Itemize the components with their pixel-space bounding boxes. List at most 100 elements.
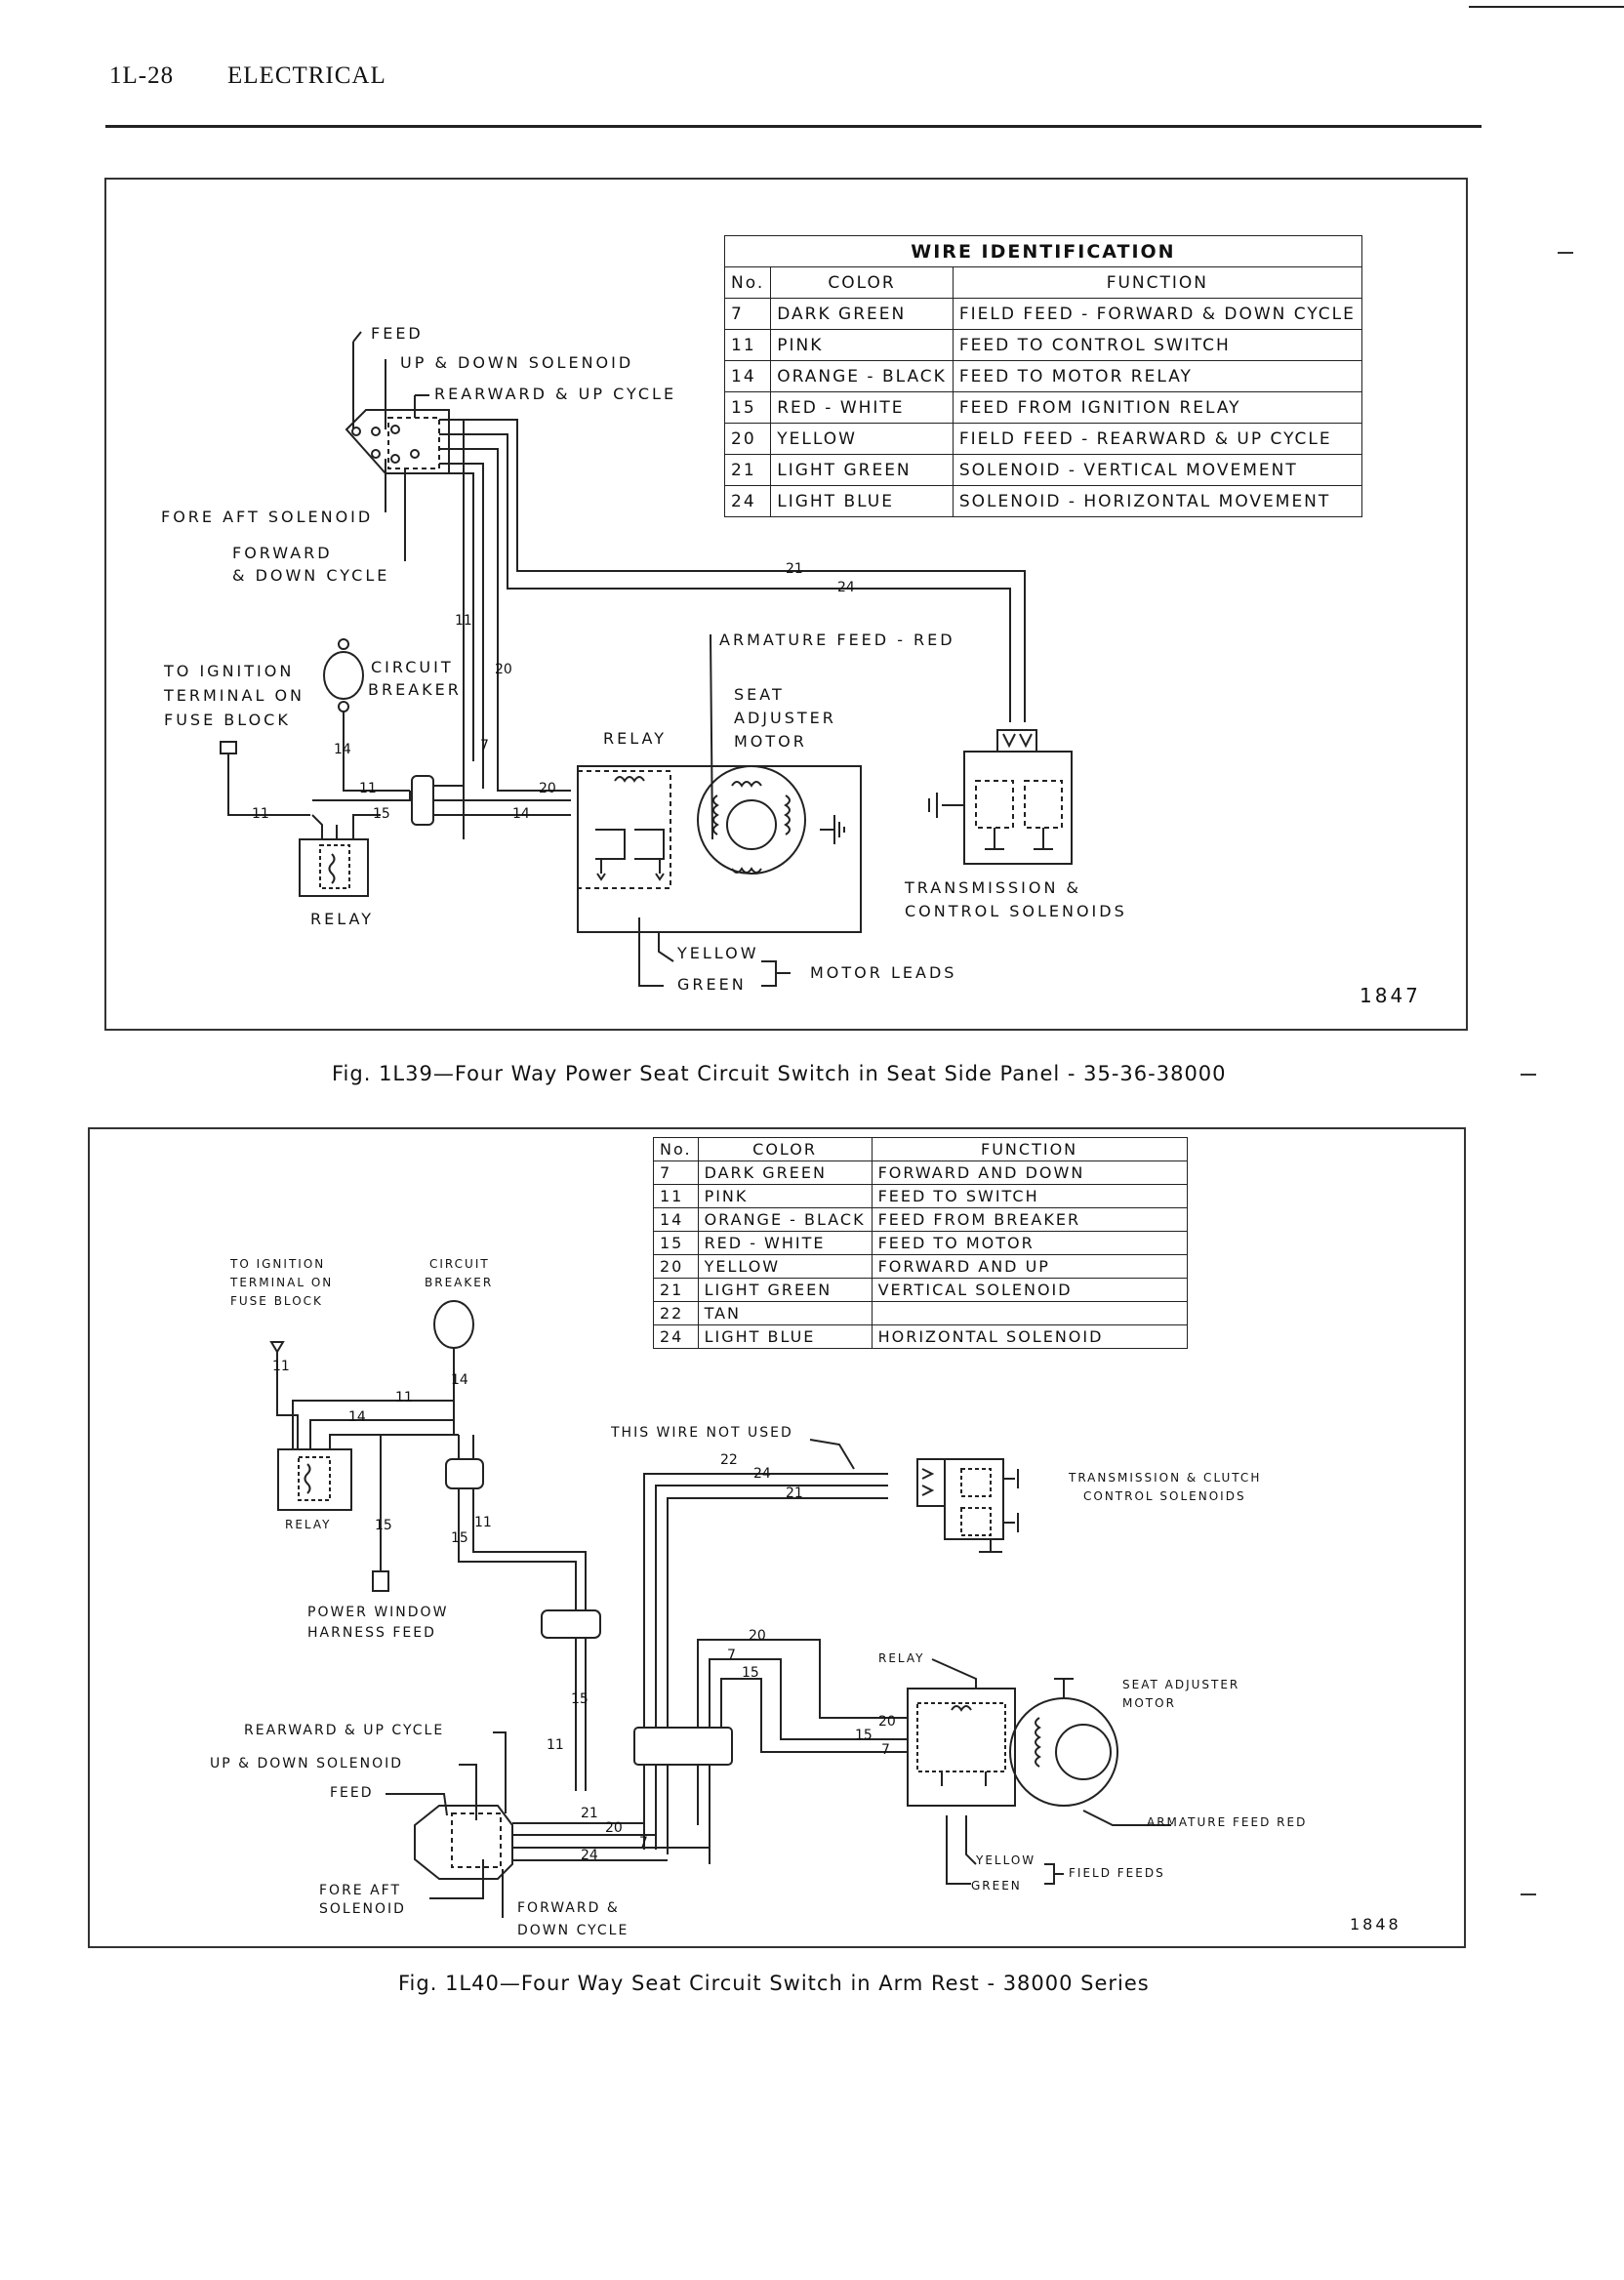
wire-number: 14 [723,360,772,392]
wire-number: 7 [723,298,772,330]
wire-function: FORWARD AND UP [871,1254,1188,1279]
wire-number-label: 24 [753,1466,771,1482]
page-number: 1L-28 [109,62,175,89]
wire-number: 15 [653,1231,699,1255]
seat-adjuster-label: SEAT ADJUSTER [1122,1678,1240,1691]
breaker-label: BREAKER [425,1276,494,1289]
feed-label: FEED [371,324,424,343]
wire-number: 11 [653,1184,699,1208]
margin-tick [1521,1074,1536,1076]
wire-number-label: 21 [786,561,803,577]
relay-label: RELAY [603,729,667,748]
motor-label: MOTOR [1122,1696,1176,1710]
wire-number-label: 11 [547,1737,564,1753]
down-cycle-label: DOWN CYCLE [517,1923,629,1938]
wire-number-label: 21 [581,1806,598,1821]
wire-number: 24 [723,485,772,517]
fuse-block-label: FUSE BLOCK [164,711,291,729]
corner-rule [1469,6,1624,8]
wire-number: 7 [653,1160,699,1185]
figure-number: 1848 [1350,1915,1401,1934]
fore-aft-label: FORE AFT [319,1883,402,1898]
armature-feed-label: ARMATURE FEED - RED [719,631,955,649]
wire-function: FORWARD AND DOWN [871,1160,1188,1185]
motor-label: MOTOR [734,732,807,751]
wire-number-label: 24 [581,1848,598,1863]
wire-function: FEED FROM IGNITION RELAY [952,391,1362,424]
table-title: WIRE IDENTIFICATION [724,235,1362,267]
wire-color: TAN [697,1301,873,1325]
wire-function: FIELD FEED - FORWARD & DOWN CYCLE [952,298,1362,330]
column-header: COLOR [697,1137,873,1161]
wire-number-label: 20 [495,662,512,677]
terminal-on-label: TERMINAL ON [164,686,304,705]
wire-function: FEED TO SWITCH [871,1184,1188,1208]
wire-number: 15 [723,391,772,424]
wire-number-label: 11 [455,613,472,629]
wire-color: YELLOW [770,423,954,455]
wire-number-label: 11 [272,1359,290,1374]
wire-color: YELLOW [697,1254,873,1279]
wire-color: LIGHT BLUE [770,485,954,517]
adjuster-label: ADJUSTER [734,709,836,727]
wire-number-label: 15 [855,1728,873,1743]
wire-number: 21 [653,1278,699,1302]
feed-label: FEED [330,1785,374,1801]
wire-color: PINK [770,329,954,361]
control-solenoids-label: CONTROL SOLENOIDS [1083,1489,1246,1503]
wire-number-label: 7 [480,738,489,753]
wire-color: LIGHT GREEN [770,454,954,486]
wire-identification-table: WIRE IDENTIFICATION No. COLOR FUNCTION 7… [723,235,1362,517]
margin-tick [1521,1893,1536,1895]
wire-number-label: 15 [571,1691,589,1707]
wire-number-label: 11 [474,1515,492,1530]
wire-color: LIGHT GREEN [697,1278,873,1302]
rearward-up-cycle-label: REARWARD & UP CYCLE [434,385,677,403]
relay-label: RELAY [310,910,374,928]
relay-label: RELAY [878,1651,925,1665]
wire-number-label: 20 [749,1628,766,1644]
solenoid-label: SOLENOID [319,1901,406,1917]
wire-function: HORIZONTAL SOLENOID [871,1324,1188,1349]
figure-caption: Fig. 1L40—Four Way Seat Circuit Switch i… [398,1972,1150,1995]
field-feeds-label: FIELD FEEDS [1069,1866,1165,1880]
circuit-label: CIRCUIT [371,658,454,676]
column-header: FUNCTION [952,266,1362,299]
wire-number: 22 [653,1301,699,1325]
wire-number-label: 11 [252,806,269,822]
wire-function [871,1301,1188,1325]
wire-number-label: 14 [451,1372,468,1388]
figure-2-frame [88,1127,1466,1948]
circuit-label: CIRCUIT [429,1257,490,1271]
column-header: No. [723,266,772,299]
wire-number-label: 14 [512,806,530,822]
wire-number-label: 20 [539,781,556,796]
wire-number: 11 [723,329,772,361]
wire-number-label: 15 [375,1518,392,1533]
up-down-solenoid-label: UP & DOWN SOLENOID [400,353,634,372]
header-rule [105,125,1482,128]
wire-number: 14 [653,1207,699,1232]
seat-label: SEAT [734,685,785,704]
wire-number-label: 20 [878,1714,896,1730]
transmission-label: TRANSMISSION & [905,878,1081,897]
yellow-lead-label: YELLOW [976,1853,1036,1867]
wire-function: FEED FROM BREAKER [871,1207,1188,1232]
margin-tick [1558,252,1573,254]
wire-number-label: 14 [348,1409,366,1425]
fuse-block-label: FUSE BLOCK [230,1294,323,1308]
column-header: No. [653,1137,699,1161]
wire-color: LIGHT BLUE [697,1324,873,1349]
green-lead-label: GREEN [971,1879,1022,1893]
